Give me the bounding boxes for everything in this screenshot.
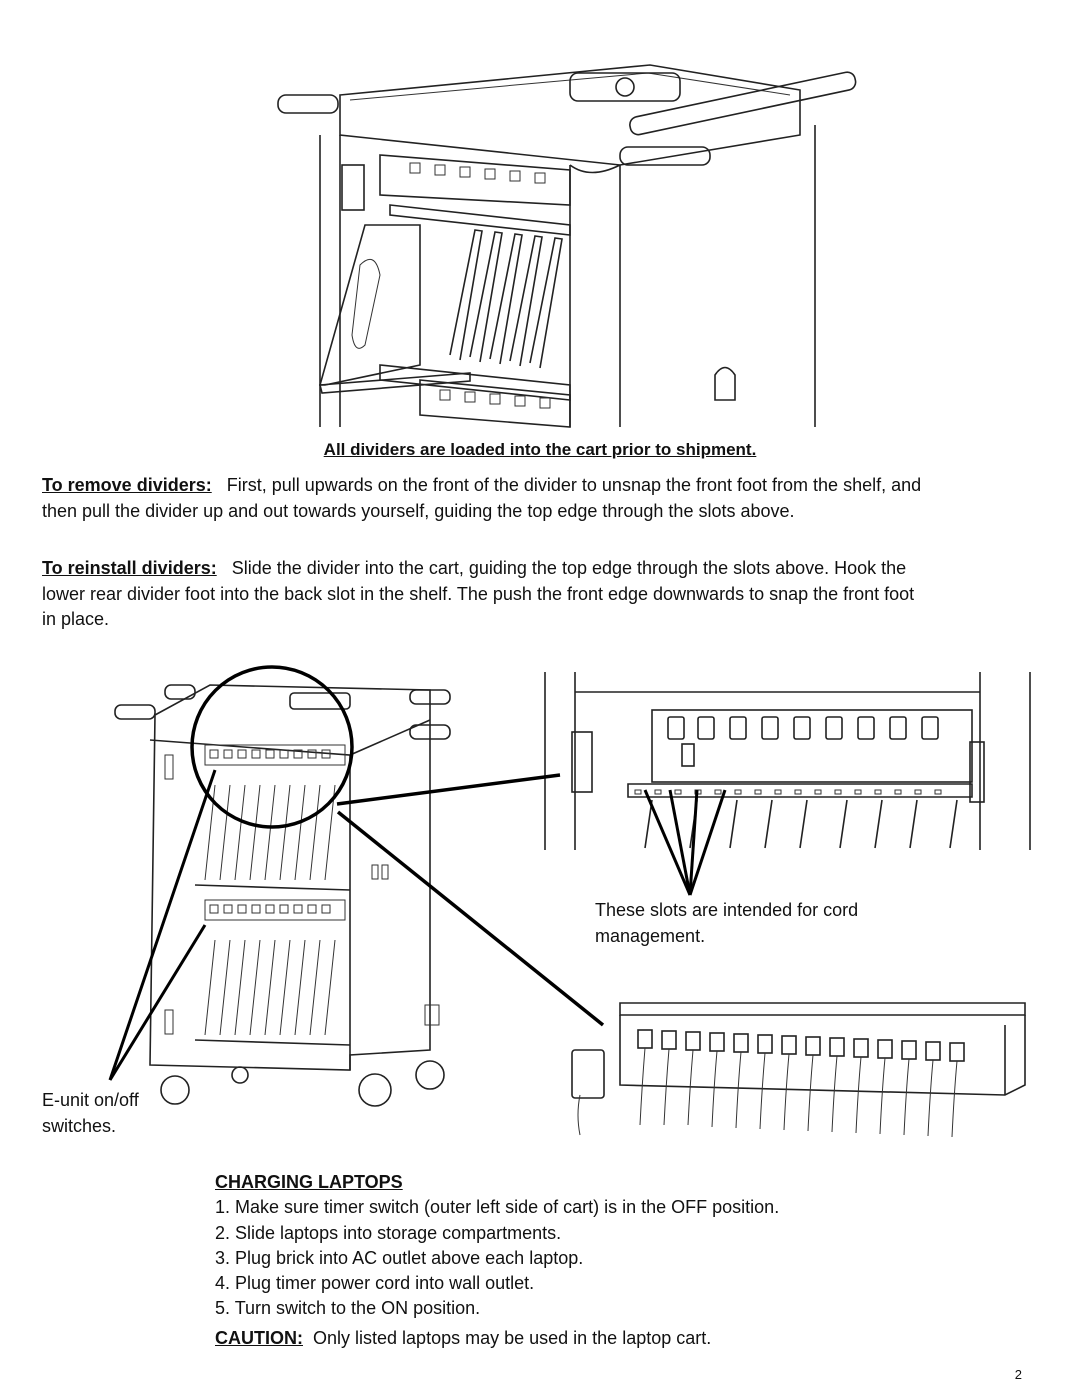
reinstall-dividers-label: To reinstall dividers: [42,558,217,578]
list-item: 4. Plug timer power cord into wall outle… [215,1273,535,1294]
list-item: 2. Slide laptops into storage compartmen… [215,1222,562,1243]
caution-line: CAUTION: Only listed laptops may be used… [215,1326,975,1351]
power-strip-bricks-illustration [571,1002,1026,1138]
remove-dividers-text: First, pull upwards on the front of the … [42,475,922,521]
charging-steps-list: 1. Make sure timer switch (outer left si… [215,1195,975,1321]
slots-note: These slots are intended for cord manage… [595,900,859,946]
remove-dividers-label: To remove dividers: [42,475,212,495]
reinstall-dividers-paragraph: To reinstall dividers: Slide the divider… [42,556,922,633]
page-number: 2 [1014,1367,1022,1382]
list-item: 3. Plug brick into AC outlet above each … [215,1247,584,1268]
list-item: 1. Make sure timer switch (outer left si… [215,1197,780,1218]
remove-dividers-paragraph: To remove dividers: First, pull upwards … [42,473,922,524]
reinstall-dividers-text: Slide the divider into the cart, guiding… [42,558,915,629]
caution-text: Only listed laptops may be used in the l… [313,1327,712,1348]
switches-note: E-unit on/off switches. [42,1090,139,1136]
list-item: 5. Turn switch to the ON position. [215,1298,481,1319]
charging-heading: CHARGING LAPTOPS [215,1172,403,1192]
cord-slots-detail-illustration [544,672,1031,850]
top-illustration-caption: All dividers are loaded into the cart pr… [323,440,757,459]
caution-label: CAUTION: [215,1327,303,1348]
cart-dividers-illustration [277,64,857,428]
charging-section: CHARGING LAPTOPS 1. Make sure timer swit… [215,1170,975,1351]
full-cart-illustration [114,684,451,1107]
